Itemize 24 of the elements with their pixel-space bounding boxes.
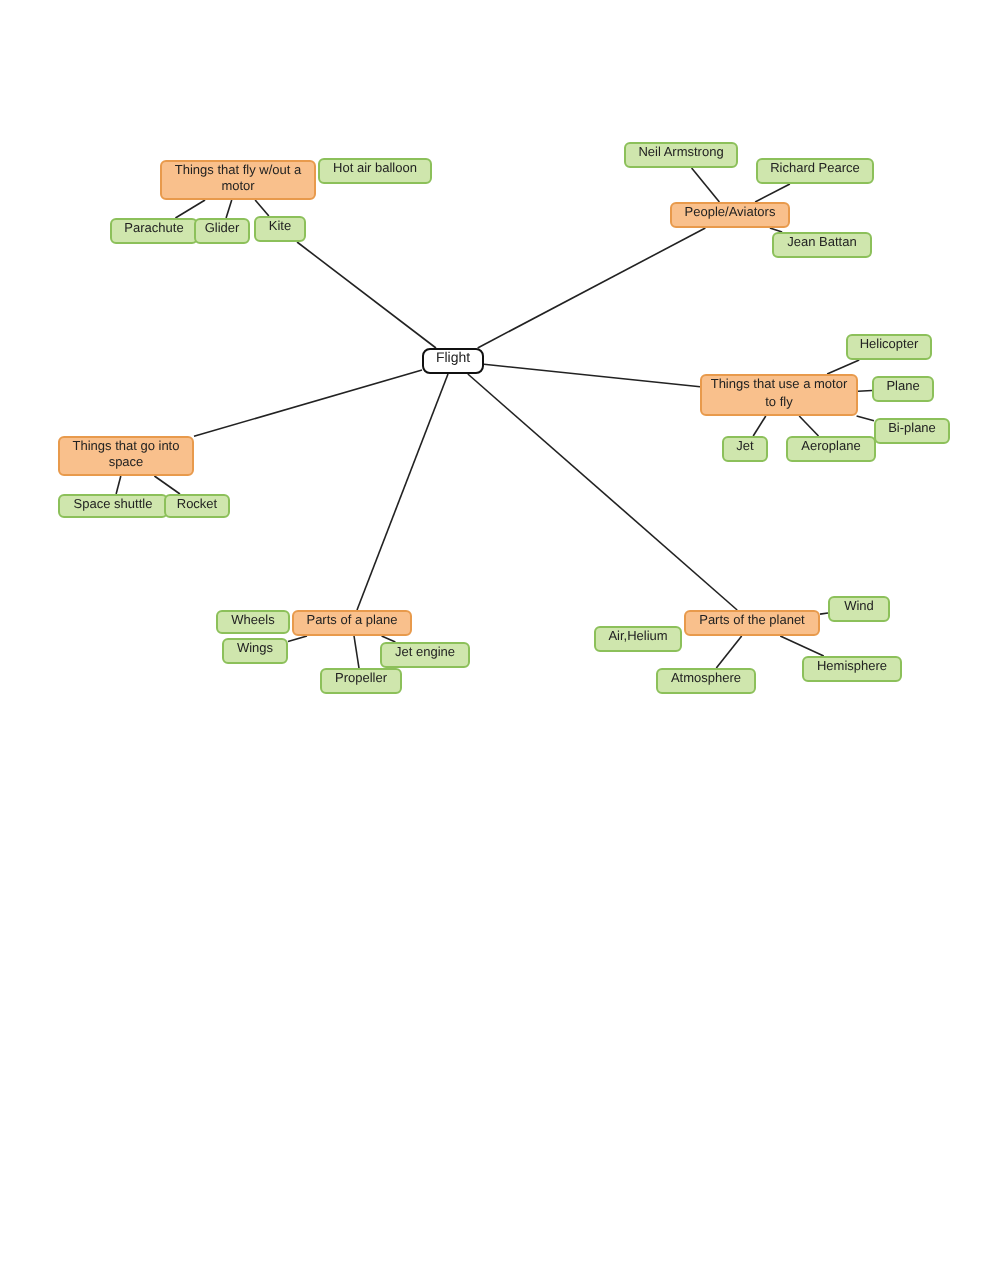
- connector-line: [225, 199, 233, 219]
- connector-line: [356, 373, 449, 611]
- connector-line: [254, 199, 270, 217]
- connector-line: [193, 369, 423, 438]
- connector-line: [752, 415, 767, 437]
- connector-line: [826, 359, 860, 375]
- connector-line: [467, 373, 738, 611]
- connector-line: [380, 635, 397, 643]
- connector-line: [287, 635, 308, 643]
- connector-line: [819, 612, 829, 615]
- connector-line: [798, 415, 820, 437]
- connector-line: [779, 635, 825, 657]
- connector-line: [690, 167, 721, 203]
- connector-line: [715, 635, 743, 669]
- connector-line: [153, 475, 181, 495]
- connector-line: [353, 635, 360, 669]
- connector-line: [855, 415, 875, 422]
- connector-line: [857, 389, 873, 392]
- connector-line: [115, 475, 122, 495]
- connector-line: [174, 199, 206, 219]
- connector-line: [754, 183, 791, 203]
- connector-line: [476, 227, 707, 349]
- connector-line: [296, 241, 437, 349]
- connector-line: [483, 363, 701, 388]
